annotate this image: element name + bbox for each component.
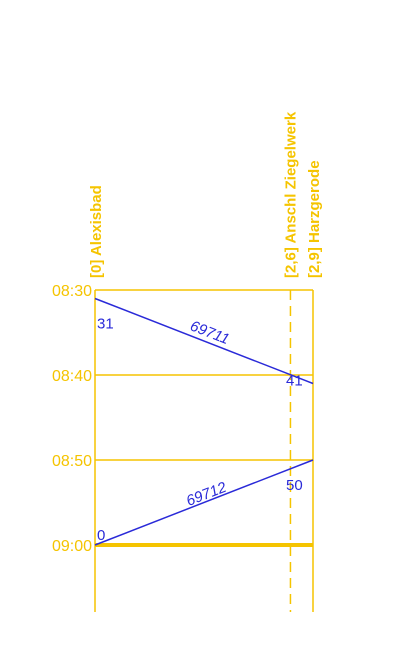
train-layer xyxy=(94,297,314,546)
time-label: 08:50 xyxy=(52,453,92,470)
station-label: [0] Alexisbad xyxy=(88,185,105,278)
grid-layer xyxy=(94,289,314,612)
train-line xyxy=(94,459,314,546)
time-label: 08:30 xyxy=(52,283,92,300)
train-number: 69712 xyxy=(184,479,230,510)
minute-label: 0 xyxy=(97,527,105,544)
minute-label: 50 xyxy=(286,477,303,494)
minute-label: 41 xyxy=(286,373,303,390)
minute-label: 31 xyxy=(97,316,114,333)
station-label: [2,9] Harzgerode xyxy=(306,160,323,278)
time-label: 09:00 xyxy=(52,538,92,555)
label-layer: [0] Alexisbad [2,6] Anschl Ziegelwerk [2,9… xyxy=(52,111,323,555)
station-label: [2,6] Anschl Ziegelwerk xyxy=(282,111,299,278)
time-label: 08:40 xyxy=(52,368,92,385)
train-line xyxy=(94,297,314,385)
